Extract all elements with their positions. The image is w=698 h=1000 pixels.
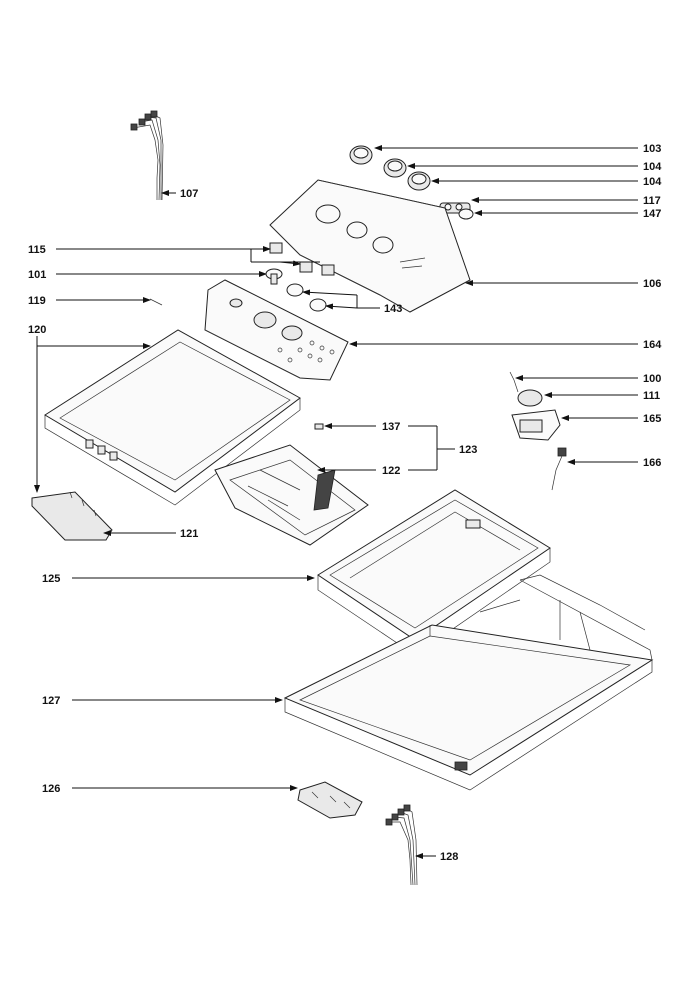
callout-107: 107 <box>180 188 198 200</box>
leader-lines <box>34 145 638 859</box>
callout-125: 125 <box>42 573 60 585</box>
callout-106: 106 <box>643 278 661 290</box>
button-cluster-117 <box>439 202 474 220</box>
callout-labels: 103 104 104 107 117 147 115 101 106 119 … <box>28 143 662 863</box>
callout-101: 101 <box>28 269 46 281</box>
callout-126: 126 <box>42 783 60 795</box>
knob-103 <box>349 145 373 165</box>
callout-164: 164 <box>643 339 662 351</box>
tub-ring-125 <box>317 489 551 656</box>
callout-120: 120 <box>28 324 46 336</box>
callout-111: 111 <box>643 390 660 402</box>
pump-assembly-165 <box>509 371 561 441</box>
callout-122: 122 <box>382 465 400 477</box>
screw-137 <box>314 423 324 430</box>
callout-166: 166 <box>643 457 661 469</box>
lid-120 <box>44 329 301 506</box>
callout-115: 115 <box>28 244 46 256</box>
callout-127: 127 <box>42 695 60 707</box>
callout-119: 119 <box>28 295 46 307</box>
callout-137: 137 <box>382 421 400 433</box>
callout-143: 143 <box>384 303 402 315</box>
control-board-164 <box>204 279 349 381</box>
wire-166 <box>551 447 567 491</box>
callout-100: 100 <box>643 373 661 385</box>
callout-121: 121 <box>180 528 198 540</box>
wire-harness-107 <box>130 110 164 201</box>
callout-165: 165 <box>643 413 661 425</box>
latch-126 <box>297 781 363 819</box>
pin-119 <box>149 298 163 306</box>
callout-104-b: 104 <box>643 176 662 188</box>
wire-harness-128 <box>385 804 418 886</box>
knob-104-b <box>407 171 431 191</box>
dispenser-tray-123 <box>214 444 369 546</box>
gear-143 <box>286 283 327 312</box>
callout-147: 147 <box>643 208 661 220</box>
base-frame-127 <box>283 574 654 791</box>
shaft-101 <box>265 268 283 285</box>
callout-128: 128 <box>440 851 458 863</box>
callout-103: 103 <box>643 143 661 155</box>
knob-104-a <box>383 158 407 178</box>
lid-handle-121 <box>31 491 113 541</box>
callout-104-a: 104 <box>643 161 662 173</box>
callout-117: 117 <box>643 195 661 207</box>
callout-123: 123 <box>459 444 477 456</box>
